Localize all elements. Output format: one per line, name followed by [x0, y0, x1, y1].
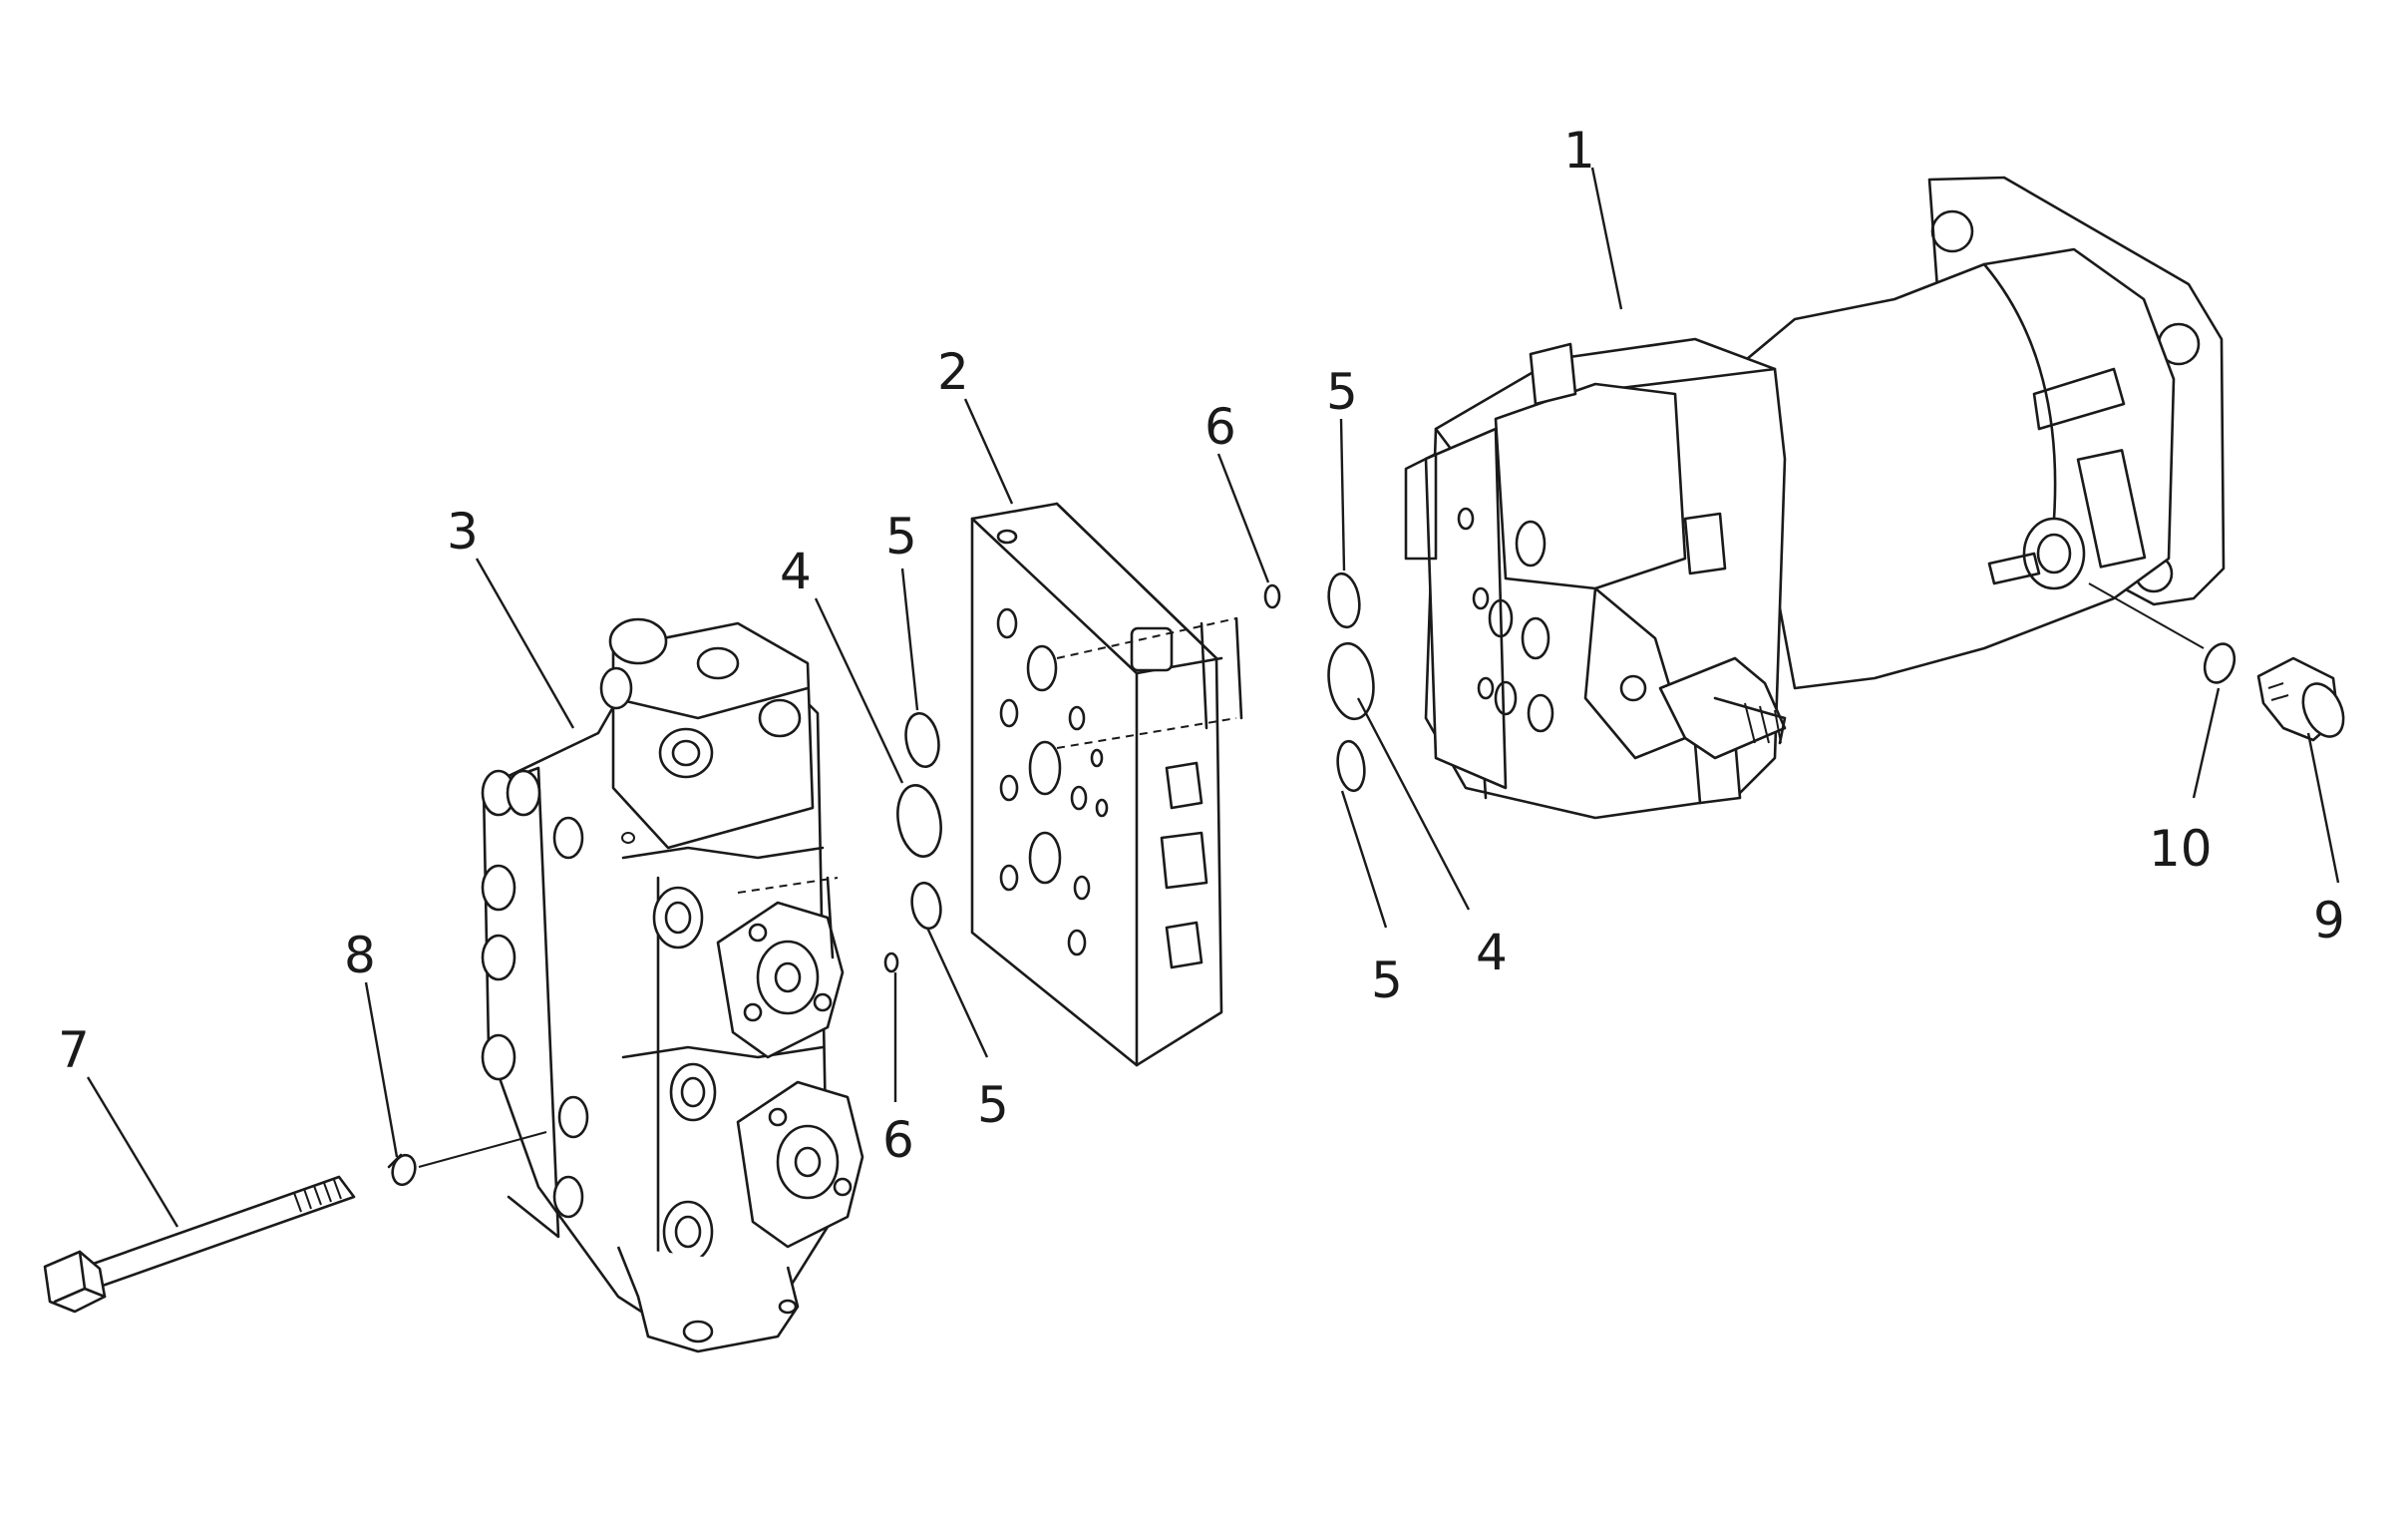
- callout-4-left: 4: [780, 543, 812, 600]
- part-4-oring-left: [896, 784, 942, 858]
- part-5-oring-upper-right: [1327, 572, 1361, 629]
- callout-5-lower-left: 5: [977, 1076, 1009, 1134]
- part-5-oring-lower-left: [910, 881, 942, 931]
- part-9-plug: [2256, 656, 2345, 742]
- part-4-oring-right: [1327, 641, 1375, 721]
- part-1-hydraulic-motor: [1404, 176, 2226, 820]
- part-3-control-valve: [481, 617, 864, 1353]
- callout-6-right: 6: [1204, 398, 1236, 456]
- callout-6-left: 6: [882, 1111, 914, 1169]
- part-10-oring-plug: [2203, 642, 2236, 684]
- part-8-washer: [387, 1153, 417, 1187]
- part-5-oring-upper-left: [904, 711, 940, 769]
- callout-5-lower-right: 5: [1371, 952, 1403, 1009]
- part-2-valve-block: [970, 502, 1243, 1067]
- part-5-oring-lower-right: [1336, 739, 1366, 793]
- callout-7: 7: [58, 1021, 90, 1079]
- callout-labels: 1 2 3 4 4 5 5 5 5 6 6 7 8 9 10: [58, 122, 2345, 1169]
- part-6-oring-small-left: [883, 952, 899, 973]
- callout-5-upper-left: 5: [885, 508, 917, 566]
- part-7-bolt: [43, 1175, 356, 1314]
- leader-lines: [86, 167, 2340, 1228]
- callout-10: 10: [2149, 820, 2213, 878]
- assembly-axis-lines: [418, 582, 2205, 1168]
- callout-4-right: 4: [1476, 924, 1508, 981]
- callout-9: 9: [2313, 892, 2345, 950]
- callout-8: 8: [344, 927, 376, 984]
- part-6-oring-small-right: [1263, 583, 1281, 609]
- callout-5-upper-right: 5: [1326, 363, 1358, 421]
- callout-3: 3: [447, 503, 479, 561]
- callout-1: 1: [1563, 122, 1595, 180]
- callout-2: 2: [937, 343, 969, 401]
